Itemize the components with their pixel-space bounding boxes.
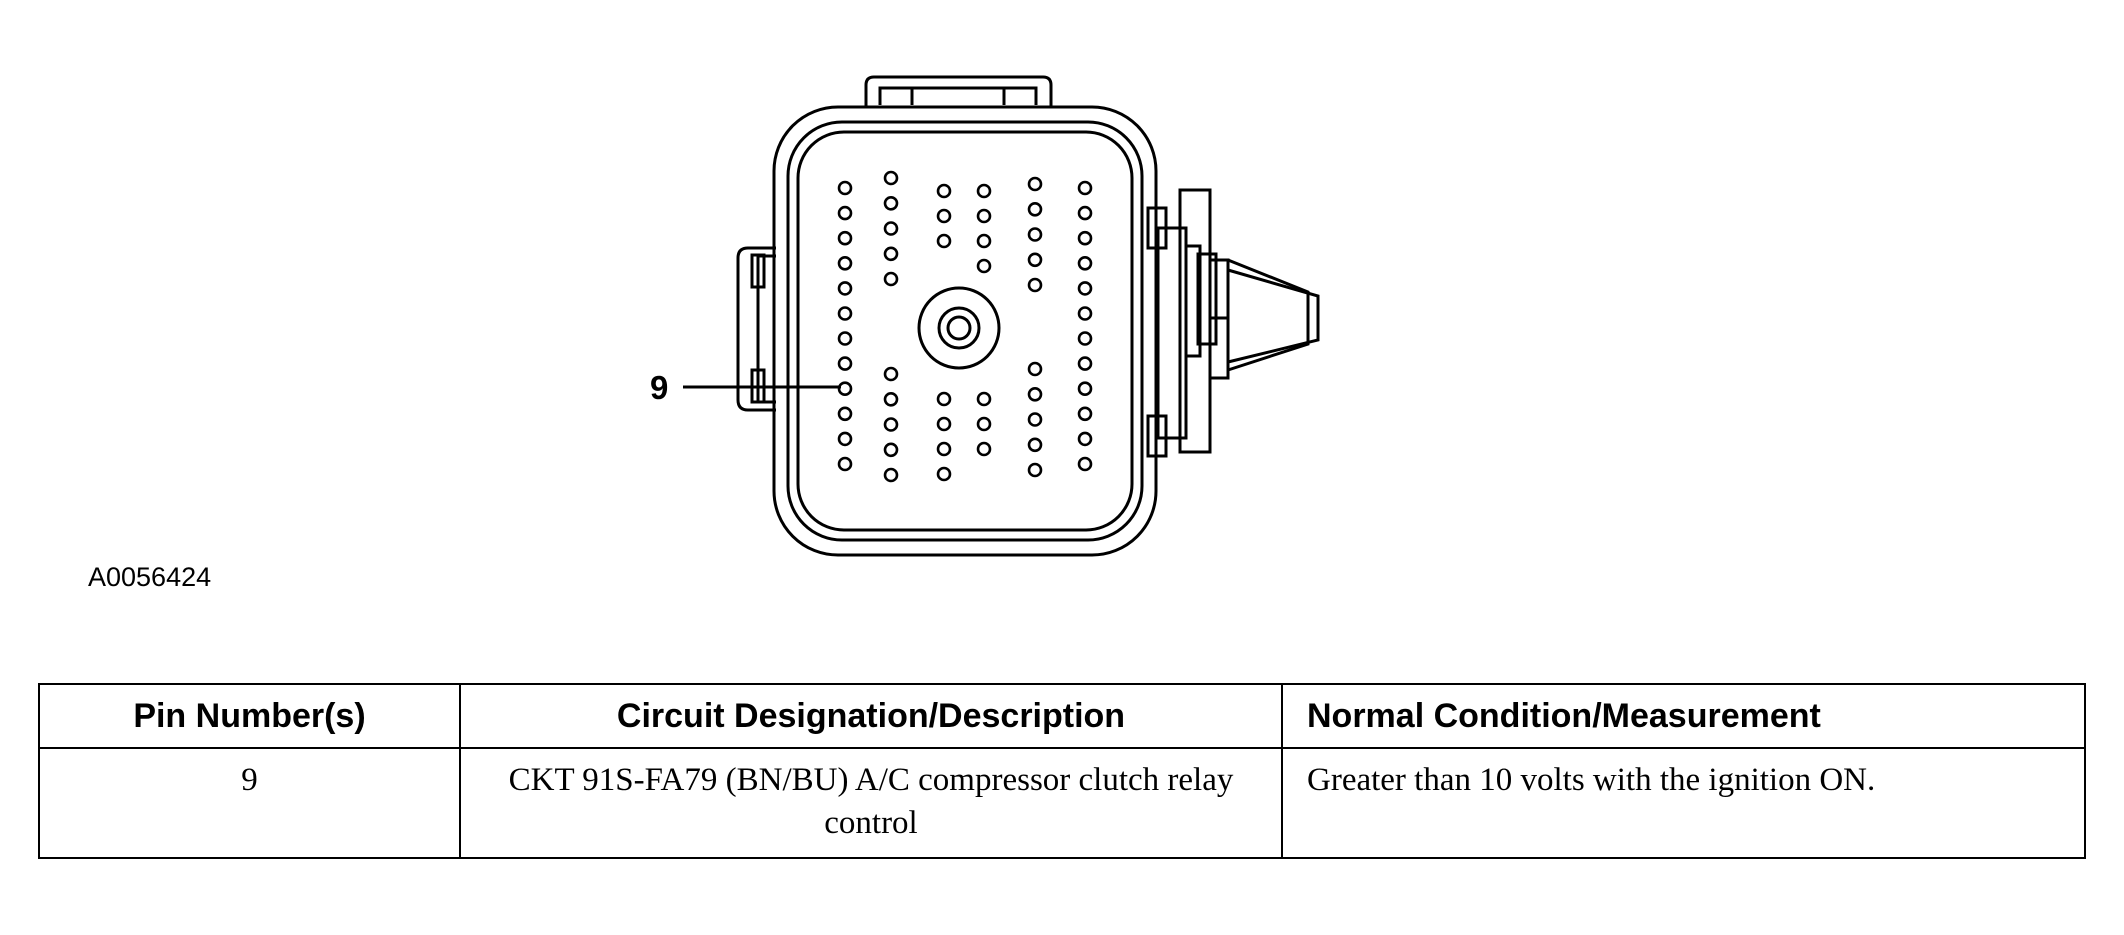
pin-cavity: [1077, 255, 1093, 271]
header-pin-numbers: Pin Number(s): [38, 683, 461, 749]
pin-cavity: [1077, 431, 1093, 447]
cell-circuit-description: CKT 91S-FA79 (BN/BU) A/C compressor clut…: [459, 747, 1283, 859]
pin-cavity: [1027, 277, 1043, 293]
pin-cavity: [883, 221, 899, 236]
header-circuit-description: Circuit Designation/Description: [459, 683, 1283, 749]
pin-cavity: [936, 391, 952, 407]
pin-cavity: [976, 441, 992, 457]
pin-cavity: [883, 442, 899, 458]
pin-cavity: [976, 258, 992, 274]
pin-cavity: [976, 183, 992, 199]
pin-cavity: [936, 183, 952, 199]
pin-cavity: [837, 230, 853, 246]
pin-cavity: [837, 456, 853, 472]
pin-cavity: [883, 196, 899, 211]
pin-cavity: [976, 391, 992, 407]
pin-cavity: [1077, 180, 1093, 196]
pin-cavity: [1027, 386, 1043, 402]
pin-cavity: [883, 366, 899, 382]
pin-cavity: [837, 381, 853, 397]
pin-cavity: [1027, 361, 1043, 377]
pin-cavity: [837, 255, 853, 271]
pin-cavity: [1077, 205, 1093, 221]
pin-spec-table: Pin Number(s) Circuit Designation/Descri…: [38, 683, 2086, 859]
table-row: 9 CKT 91S-FA79 (BN/BU) A/C compressor cl…: [38, 747, 2086, 859]
pin-callout-label: 9: [650, 369, 668, 406]
pin-cavity: [1027, 227, 1043, 242]
table-header-row: Pin Number(s) Circuit Designation/Descri…: [38, 683, 2086, 749]
pin-cavity: [837, 281, 853, 296]
pin-cavity: [936, 441, 952, 457]
pin-cavity: [936, 466, 952, 482]
pin-cavity: [883, 246, 899, 262]
pin-cavity: [1077, 230, 1093, 246]
pin-cavity: [1027, 462, 1043, 478]
pin-cavity: [936, 208, 952, 224]
header-normal-condition: Normal Condition/Measurement: [1281, 683, 2086, 749]
pin-cavity: [837, 356, 853, 371]
pin-cavity: [976, 416, 992, 432]
pin-cavity: [1077, 331, 1093, 346]
pin-cavity: [976, 233, 992, 249]
pin-cavity: [837, 306, 853, 321]
pin-cavity: [883, 467, 899, 483]
pin-cavity: [837, 331, 853, 346]
pin-cavity: [1077, 356, 1093, 371]
pin-cavity: [1027, 202, 1043, 217]
figure-id: A0056424: [88, 562, 212, 592]
pin-cavity: [1027, 176, 1043, 192]
pin-cavity: [936, 416, 952, 432]
pin-cavity: [837, 431, 853, 447]
pin-cavity: [837, 180, 853, 196]
pin-cavities: [837, 170, 1093, 483]
pin-cavity: [837, 205, 853, 221]
connector-face-diagram: 9: [650, 75, 1320, 557]
pin-cavity: [883, 391, 899, 407]
pin-cavity: [883, 170, 899, 186]
pin-cavity: [1077, 306, 1093, 321]
pin-cavity: [1077, 456, 1093, 472]
cell-normal-condition: Greater than 10 volts with the ignition …: [1281, 747, 2086, 859]
pin-cavity: [1077, 281, 1093, 296]
pin-cavity: [1027, 252, 1043, 268]
pin-cavity: [976, 208, 992, 224]
pin-cavity: [1027, 437, 1043, 453]
pin-cavity: [936, 233, 952, 249]
pin-cavity: [883, 417, 899, 432]
pin-cavity: [1077, 406, 1093, 422]
pin-cavity: [1077, 381, 1093, 397]
pin-cavity: [883, 271, 899, 287]
pin-cavity: [837, 406, 853, 422]
pin-cavity: [1027, 412, 1043, 427]
cell-pin-number: 9: [38, 747, 461, 859]
